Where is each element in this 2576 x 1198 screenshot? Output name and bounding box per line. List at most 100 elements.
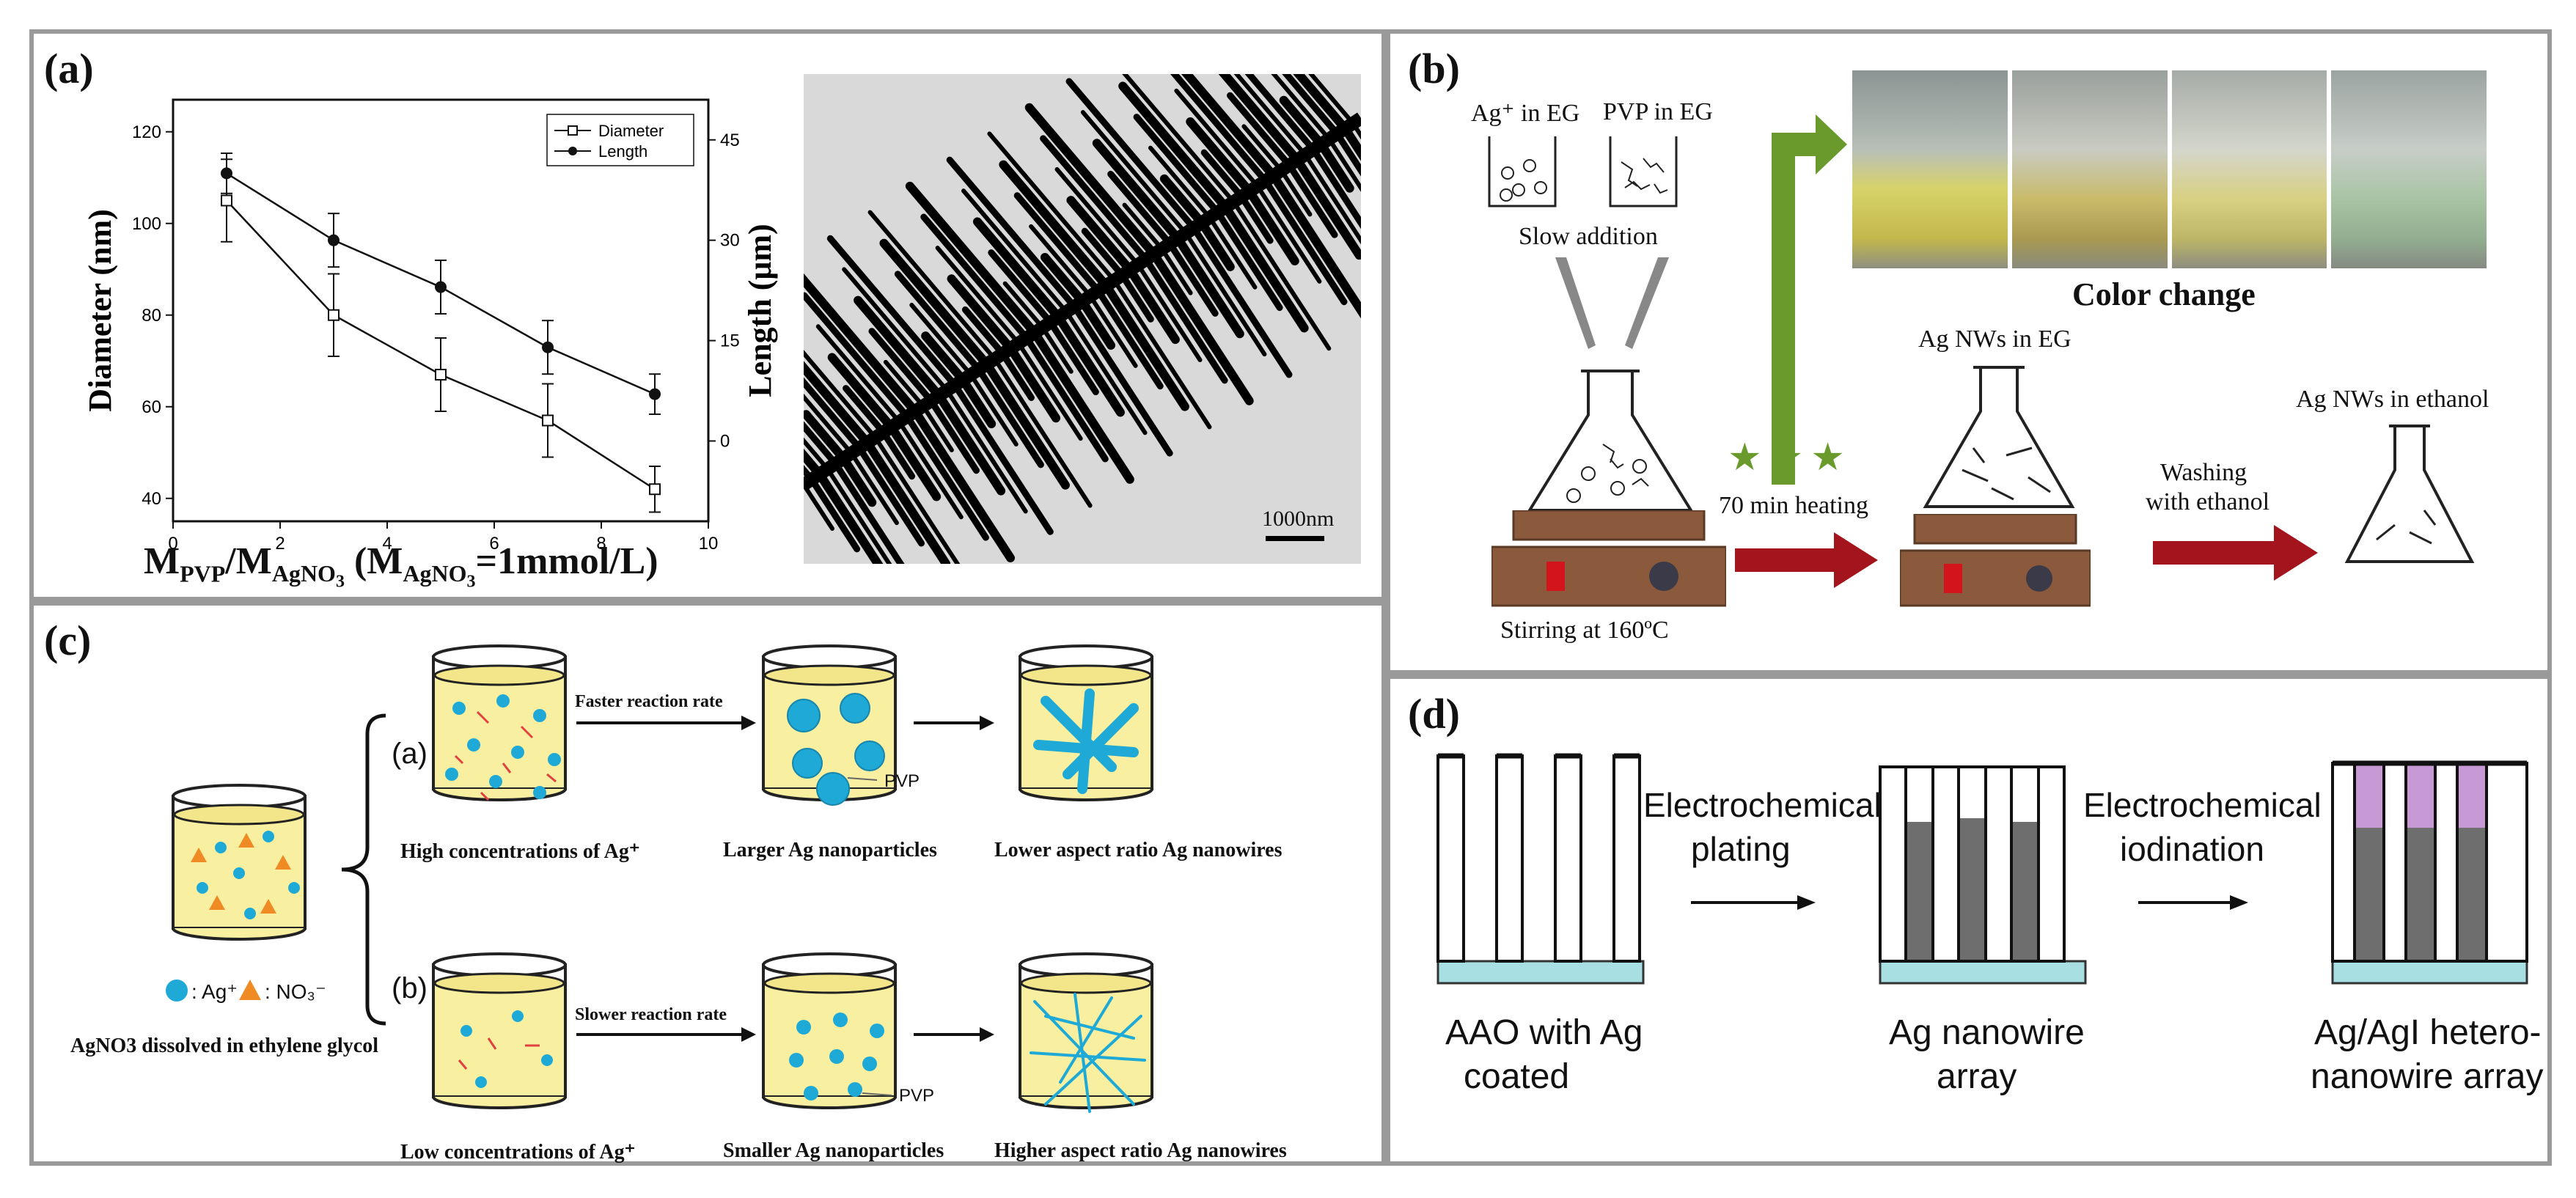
legend-box (546, 114, 694, 166)
smaller-caption: Smaller Ag nanoparticles (723, 1139, 944, 1162)
stars: ★★★ (1728, 436, 1852, 479)
dendrite-branch (854, 295, 944, 400)
higher-ar-caption: Higher aspect ratio Ag nanowires (994, 1139, 1287, 1162)
heating-arrow (1735, 532, 1878, 588)
green-arrow (1772, 114, 1847, 485)
photo-2 (2011, 70, 2168, 268)
x-tick-label: 2 (275, 534, 285, 554)
y-right-tick-label: 45 (720, 131, 740, 150)
dendrite-branch (1149, 249, 1254, 405)
caption-aao-a: AAO with Ag (1445, 1013, 1643, 1052)
branch-a-label: (a) (392, 738, 428, 770)
caption-aao-b: coated (1464, 1057, 1570, 1096)
dendrite-branch (887, 422, 942, 501)
point-length (221, 167, 232, 180)
dendrite-branch (1197, 218, 1235, 271)
dendrite-branch (1112, 278, 1212, 430)
dendrite-branch (1218, 74, 1302, 165)
dendrite-branch (1221, 202, 1309, 333)
dendrite-branch (1293, 74, 1350, 133)
reaction-flask (1527, 370, 1694, 512)
dendrite-branch (804, 377, 863, 452)
dendrite-branch (1170, 74, 1269, 185)
dendrite-branch (1030, 328, 1134, 484)
photo-3 (2171, 70, 2327, 268)
dendrite-branch (920, 213, 1030, 342)
point-length (649, 388, 661, 400)
dendrite-branch (808, 476, 861, 553)
dendrite-branch (988, 249, 1054, 326)
x-tick-label: 0 (168, 534, 177, 554)
dendrite-branch (1142, 256, 1228, 384)
point-length (542, 341, 554, 353)
washing-label-1: Washing (2160, 459, 2247, 486)
pvp-label-1: PVP (884, 771, 920, 791)
dendrite-branch (804, 393, 854, 456)
dendrite-branch (1122, 202, 1164, 251)
dendrite-branch (1080, 110, 1189, 236)
dendrite-branch (1227, 92, 1293, 169)
dendrite-branch (1006, 344, 1061, 423)
dendrite-branch (815, 324, 902, 425)
dendrite-branch (1122, 74, 1236, 205)
dendrite-branch (921, 331, 968, 385)
slower-rate-label: Slower reaction rate (575, 1005, 727, 1024)
legend-label: Length (598, 142, 647, 161)
caption-ag-b: array (1937, 1057, 2017, 1096)
dendrite-branch (1087, 293, 1138, 368)
dendrite-branch (1064, 309, 1148, 436)
panel-d: (d) (1386, 675, 2552, 1166)
step2-label-b: iodination (2120, 830, 2264, 868)
dendrite-branch (1231, 199, 1332, 351)
dissolved-caption: AgNO3 dissolved in ethylene glycol (70, 1035, 379, 1057)
x-tick-label: 10 (699, 534, 719, 554)
dendrite-branch (1293, 155, 1361, 260)
ethanol-flask (2344, 425, 2475, 563)
plot-frame (172, 98, 710, 523)
no3-ions (191, 833, 291, 914)
dendrite-branch (839, 454, 877, 507)
dendrite-branch (1316, 139, 1354, 193)
dendrite-branch (911, 407, 1015, 562)
dendrite-branch (969, 372, 1019, 447)
step1-label-a: Electrochemical (1643, 786, 1882, 824)
dendrite-branch (804, 292, 911, 420)
dendrite-branch (905, 181, 1039, 337)
dendrite-branch (894, 271, 983, 373)
dendrite-branch (1303, 152, 1361, 245)
dendrite-branch (975, 366, 1044, 468)
dendrite-branch (880, 429, 916, 480)
color-change-label: Color change (2072, 276, 2256, 312)
color-change-photos (1852, 70, 2487, 268)
caption-ag-a: Ag nanowire (1889, 1013, 2085, 1052)
dendrite-branch (883, 359, 925, 408)
photo-4 (2331, 70, 2487, 268)
dendrite-branch (1238, 193, 1274, 244)
dendrite-branch (1269, 171, 1361, 319)
point-diameter (328, 309, 340, 321)
dendrite-branch (1326, 136, 1361, 192)
step1-label-b: plating (1691, 830, 1791, 868)
no3-legend: : NO₃⁻ (265, 980, 326, 1003)
dendrite-branch (1066, 196, 1135, 275)
dendrite-branch (1118, 271, 1154, 323)
dendrite-branch (1118, 81, 1230, 212)
dendrite-branch (958, 375, 997, 429)
dendrite-branch (1081, 227, 1126, 279)
dendrite-branch (909, 303, 973, 377)
high-conc-caption: High concentrations of Ag⁺ (400, 840, 640, 863)
dendrite-branch (826, 235, 958, 389)
dendrite-branch (1190, 224, 1293, 378)
hotplate-1 (1491, 510, 1726, 607)
dendrite-branch (842, 267, 950, 393)
dendrite-branch (1148, 145, 1212, 220)
dendrite-branch (1244, 74, 1317, 153)
dendrite-branch (1041, 253, 1087, 306)
dendrite-branch (1173, 234, 1244, 339)
dendrite-branch (920, 403, 954, 452)
dendrite-branch (1065, 78, 1197, 232)
scale-bar (1266, 536, 1324, 541)
dendrite-branch (1054, 167, 1140, 267)
pvp-label-2: PVP (899, 1086, 935, 1106)
ag-in-eg-label: Ag⁺ in EG (1471, 100, 1580, 127)
